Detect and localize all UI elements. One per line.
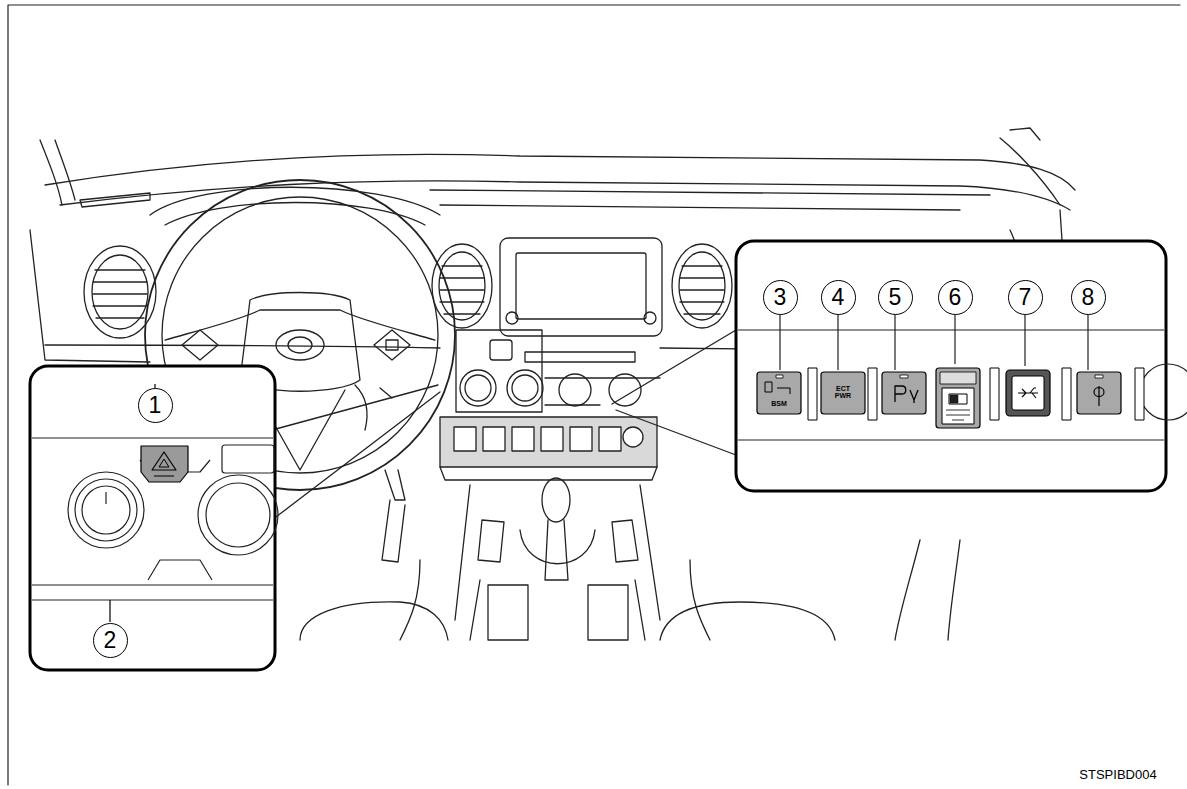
callout-text: 3: [774, 286, 787, 309]
button-label: ECT PWR: [832, 385, 854, 400]
callout-number: 5: [878, 280, 913, 315]
callout-text: 8: [1082, 286, 1095, 309]
button-label: BSM: [761, 400, 797, 407]
callout-number: 7: [1008, 280, 1043, 315]
callout-text: 1: [149, 394, 162, 417]
callout-text: 2: [104, 629, 117, 652]
callout-text: 6: [949, 286, 962, 309]
callout-number: 3: [763, 280, 798, 315]
figure-code: STSPIBD004: [1079, 768, 1156, 782]
callout-number: 1: [138, 388, 173, 423]
callout-number: 6: [938, 280, 973, 315]
callout-text: 7: [1019, 286, 1032, 309]
callout-text: 4: [832, 286, 845, 309]
callout-number: 4: [821, 280, 856, 315]
callout-number: 8: [1071, 280, 1106, 315]
callout-text: 5: [889, 286, 902, 309]
callout-number: 2: [93, 623, 128, 658]
